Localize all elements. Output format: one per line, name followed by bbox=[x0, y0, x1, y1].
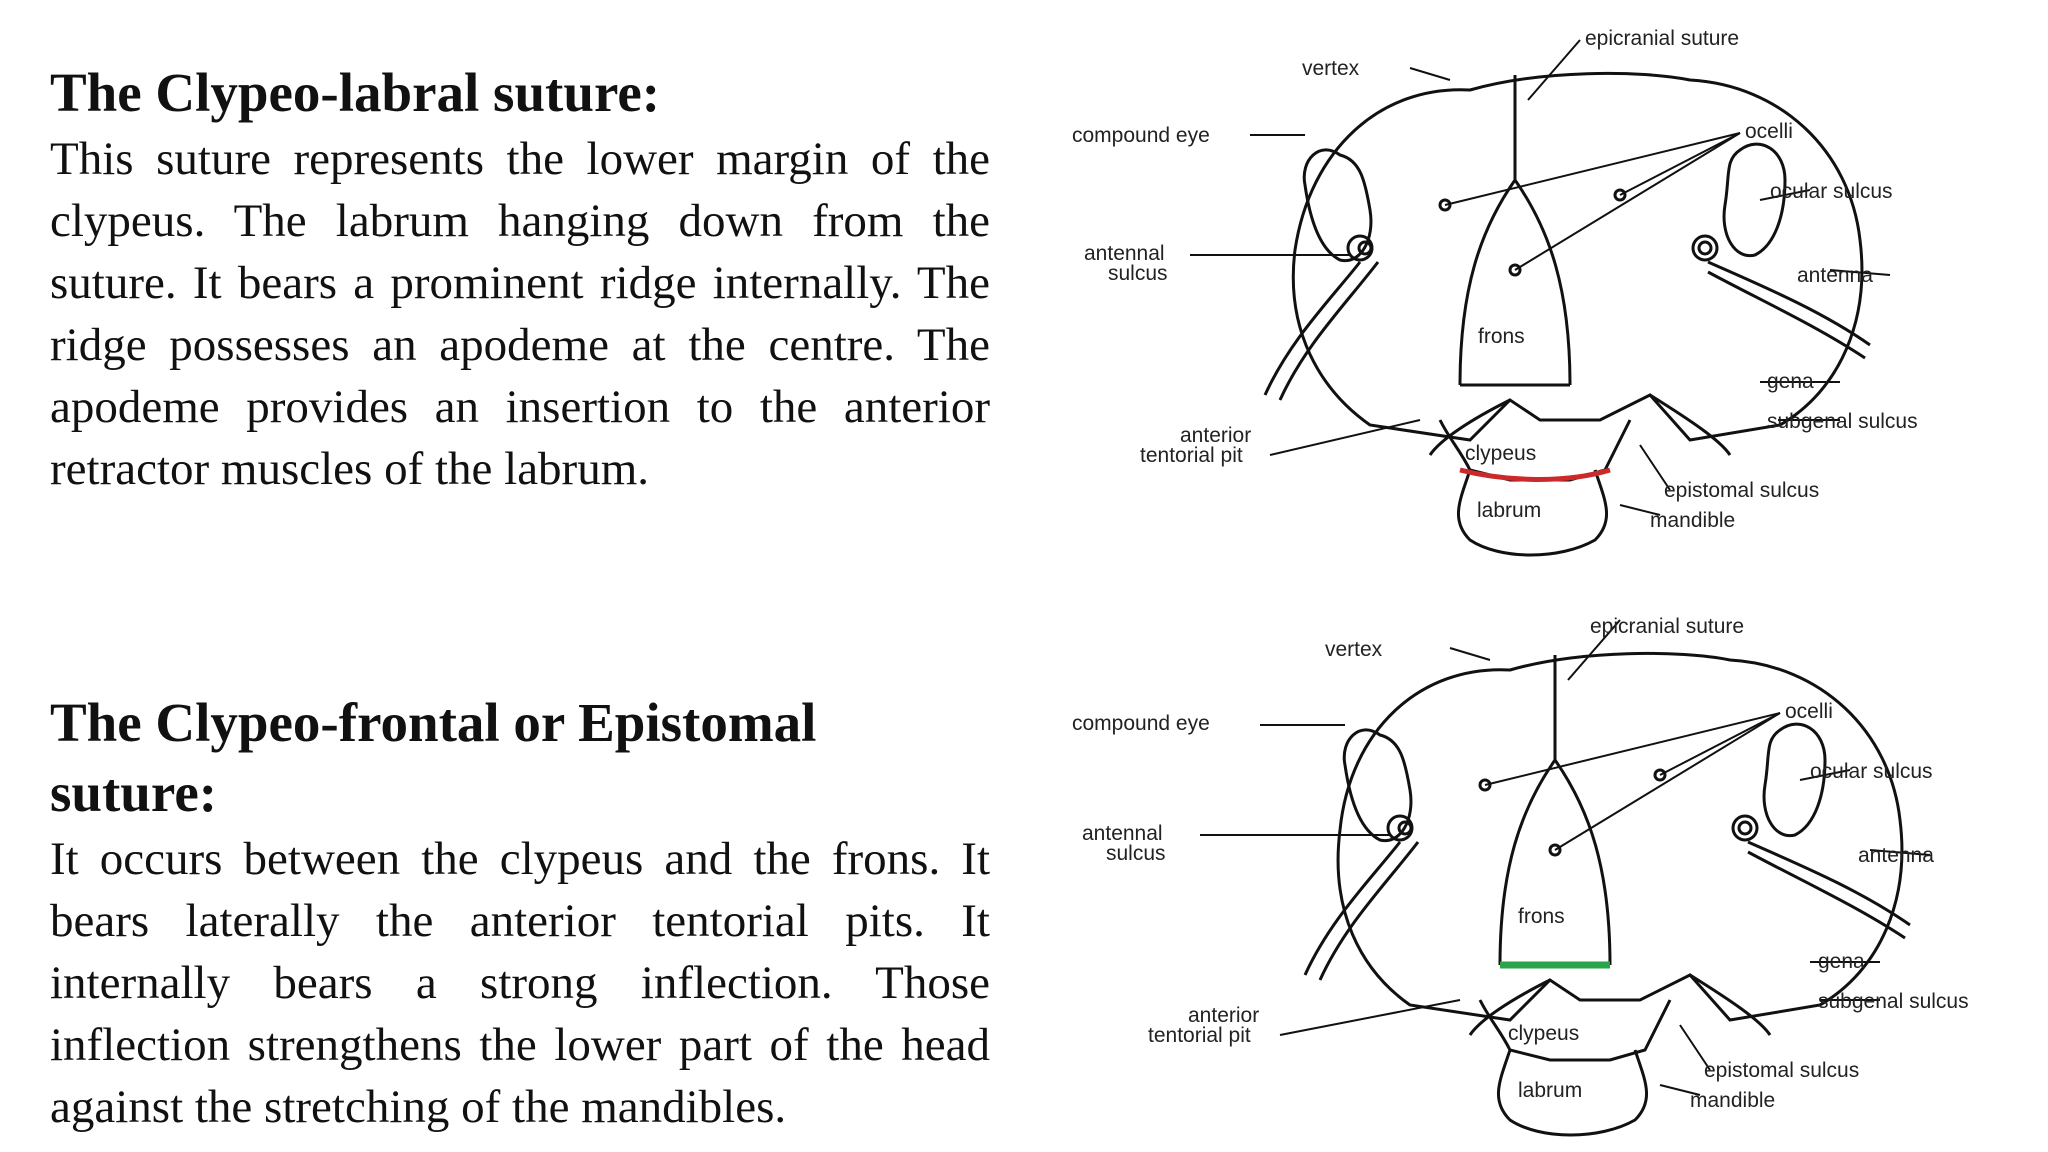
label-antennal: antennal bbox=[1082, 822, 1163, 845]
label-subgenal-sulcus: subgenal sulcus bbox=[1818, 990, 1969, 1013]
section-body: This suture represents the lower margin … bbox=[50, 133, 990, 495]
label-labrum: labrum bbox=[1477, 499, 1541, 522]
label-epicranial-suture: epicranial suture bbox=[1590, 615, 1744, 638]
insect-head-diagram-epistomal: vertex epicranial suture compound eye oc… bbox=[1072, 615, 1969, 1137]
label-tentorial-pit: tentorial pit bbox=[1140, 444, 1243, 467]
label-gena: gena bbox=[1767, 370, 1814, 393]
label-ocular-sulcus: ocular sulcus bbox=[1810, 760, 1933, 783]
leader-lines bbox=[1190, 39, 1891, 516]
label-antenna: antenna bbox=[1858, 844, 1934, 867]
section-heading: The Clypeo-labral suture: bbox=[50, 62, 661, 123]
head-capsule-outline bbox=[1303, 651, 1911, 1137]
insect-head-diagram-clypeo-labral: vertex epicranial suture compound eye oc… bbox=[1072, 27, 1918, 557]
label-tentorial-pit: tentorial pit bbox=[1148, 1024, 1251, 1047]
label-clypeus: clypeus bbox=[1465, 442, 1536, 465]
section-heading: The Clypeo-frontal or Epistomal suture: bbox=[50, 692, 817, 823]
label-gena: gena bbox=[1818, 950, 1865, 973]
clypeo-labral-suture-highlight bbox=[1459, 467, 1611, 482]
label-ocelli: ocelli bbox=[1745, 120, 1793, 143]
label-subgenal-sulcus: subgenal sulcus bbox=[1767, 410, 1918, 433]
label-anterior: anterior bbox=[1180, 424, 1251, 447]
label-antenna: antenna bbox=[1797, 264, 1873, 287]
label-vertex: vertex bbox=[1302, 57, 1360, 80]
label-epistomal-sulcus: epistomal sulcus bbox=[1704, 1059, 1859, 1082]
label-ocelli: ocelli bbox=[1785, 700, 1833, 723]
label-vertex: vertex bbox=[1325, 638, 1383, 661]
label-compound-eye: compound eye bbox=[1072, 712, 1210, 735]
section-clypeo-labral: The Clypeo-labral suture: This suture re… bbox=[50, 58, 990, 500]
section-epistomal: The Clypeo-frontal or Epistomal suture: … bbox=[50, 688, 990, 1138]
label-frons: frons bbox=[1478, 325, 1525, 348]
label-epistomal-sulcus: epistomal sulcus bbox=[1664, 479, 1819, 502]
section-body: It occurs between the clypeus and the fr… bbox=[50, 833, 990, 1133]
ocelli bbox=[1478, 768, 1667, 857]
label-sulcus: sulcus bbox=[1108, 262, 1168, 285]
label-ocular-sulcus: ocular sulcus bbox=[1770, 180, 1893, 203]
label-labrum: labrum bbox=[1518, 1079, 1582, 1102]
ocelli bbox=[1438, 188, 1627, 277]
label-mandible: mandible bbox=[1690, 1089, 1775, 1112]
label-compound-eye: compound eye bbox=[1072, 124, 1210, 147]
label-clypeus: clypeus bbox=[1508, 1022, 1579, 1045]
leader-lines bbox=[1200, 619, 1931, 1096]
label-anterior: anterior bbox=[1188, 1004, 1259, 1027]
label-mandible: mandible bbox=[1650, 509, 1735, 532]
label-antennal: antennal bbox=[1084, 242, 1165, 265]
label-epicranial-suture: epicranial suture bbox=[1585, 27, 1739, 50]
label-frons: frons bbox=[1518, 905, 1565, 928]
label-sulcus: sulcus bbox=[1106, 842, 1166, 865]
